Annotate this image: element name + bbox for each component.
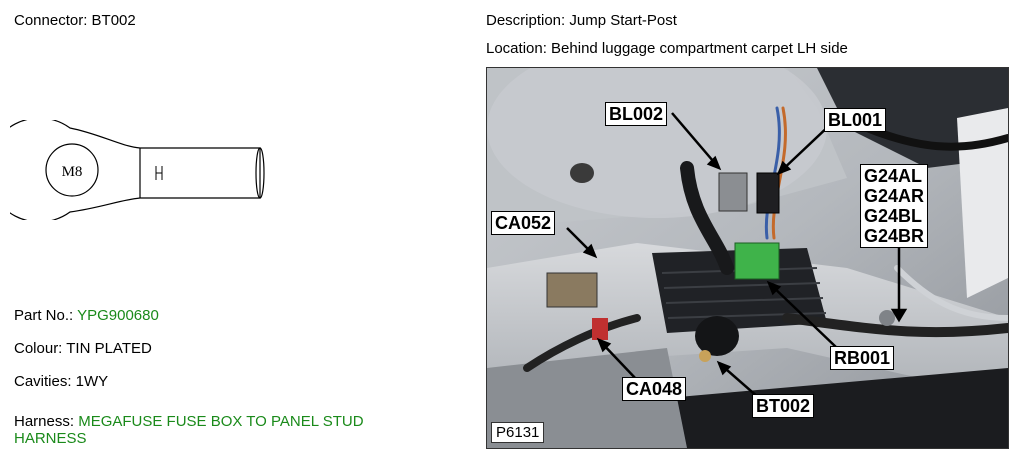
ring-terminal-outline — [10, 120, 265, 220]
callout-arrows — [566, 112, 908, 399]
part-number-label: Part No.: — [14, 307, 74, 324]
callout-g24: G24AL G24AR G24BL G24BR — [860, 164, 929, 248]
stud-hole — [45, 143, 99, 197]
callout-bl002: BL002 — [605, 102, 668, 126]
photo-reference: P6131 — [491, 422, 545, 443]
harness-label: Harness: — [14, 413, 75, 430]
callout-rb001: RB001 — [830, 346, 895, 370]
location-photo: BL002 BL001 CA052 G24AL G24AR G24BL G24B… — [486, 67, 1009, 449]
part-number-value: YPG900680 — [77, 307, 159, 324]
callout-ca052: CA052 — [491, 211, 556, 235]
callout-bl001: BL001 — [824, 108, 887, 132]
part-number: Part No.: YPG900680 — [14, 307, 159, 324]
location: Location: Behind luggage compartment car… — [486, 40, 848, 57]
cavities: Cavities: 1WY — [14, 373, 109, 390]
ring-terminal-drawing: M8 — [10, 120, 265, 220]
terminal-mark-icon — [155, 166, 163, 180]
harness: Harness: MEGAFUSE FUSE BOX TO PANEL STUD… — [14, 413, 434, 447]
colour: Colour: TIN PLATED — [14, 340, 152, 357]
description: Description: Jump Start-Post — [486, 12, 677, 29]
callout-ca048: CA048 — [622, 377, 687, 401]
connector-title: Connector: BT002 — [14, 12, 136, 29]
lug-size-label: M8 — [62, 164, 83, 180]
harness-value: MEGAFUSE FUSE BOX TO PANEL STUD HARNESS — [14, 413, 364, 447]
photo-illustration — [487, 68, 1008, 448]
callout-bt002: BT002 — [752, 394, 815, 418]
